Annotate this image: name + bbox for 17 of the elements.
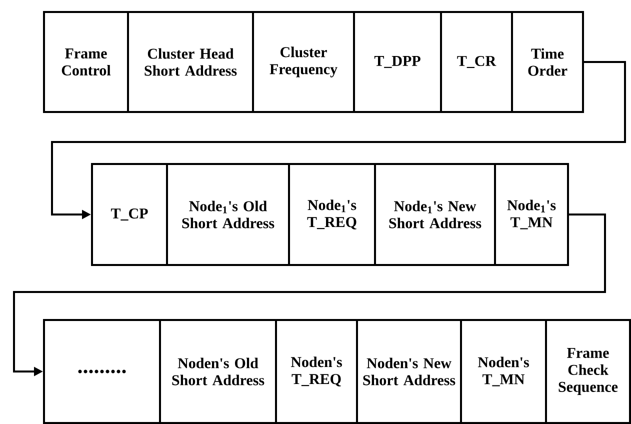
field-cell: Node$_{1}$'s Old Short Address: [166, 163, 290, 266]
field-cell: Time Order: [511, 11, 584, 113]
field-cell: Cluster Head Short Address: [127, 11, 254, 113]
field-cell: Noden's T_REQ: [275, 319, 358, 424]
field-cell: .........: [43, 319, 161, 424]
field-cell: Noden's New Short Address: [356, 319, 462, 424]
field-cell: Node$_{1}$'s New Short Address: [374, 163, 496, 266]
field-cell: Frame Check Sequence: [545, 319, 631, 424]
field-cell: T_CR: [440, 11, 513, 113]
field-cell: T_CP: [91, 163, 168, 266]
field-cell: Noden's Old Short Address: [159, 319, 277, 424]
field-cell: Cluster Frequency: [252, 11, 355, 113]
field-cell: Noden's T_MN: [460, 319, 547, 424]
field-cell: Frame Control: [43, 11, 129, 113]
field-cell: Node$_{1}$'s T_REQ: [288, 163, 376, 266]
field-cell: Node$_{1}$'s T_MN: [494, 163, 569, 266]
field-cell: T_DPP: [353, 11, 442, 113]
